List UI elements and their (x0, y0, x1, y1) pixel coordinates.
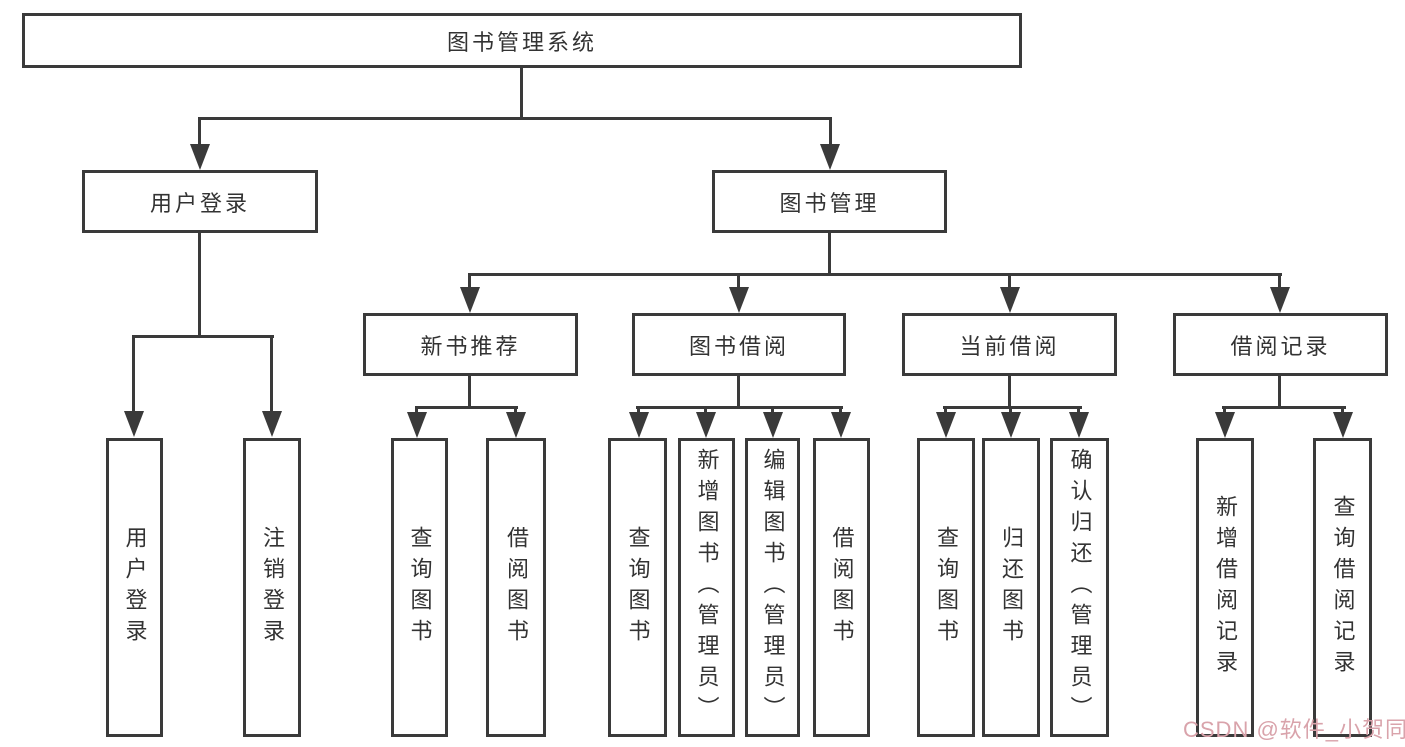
node-root-label: 图书管理系统 (446, 29, 597, 55)
arrowhead-g2-4 (831, 412, 851, 438)
leaf-logout-label: 注销登录 (260, 525, 285, 650)
leaf-logout: 注销登录 (243, 438, 301, 737)
connector-g2-stem-4 (839, 406, 842, 414)
connector-g4-stem-2 (1341, 406, 1344, 414)
arrowhead-new-book (460, 287, 480, 313)
node-user-login: 用户登录 (82, 170, 318, 233)
arrowhead-g1-2 (506, 412, 526, 438)
connector-book-management-stub (828, 233, 831, 273)
leaf-return-books: 归还图书 (982, 438, 1040, 737)
leaf-label: 查询图书 (407, 525, 433, 650)
connector-g4-stem-1 (1223, 406, 1226, 414)
arrowhead-user-login (190, 144, 210, 170)
arrowhead-login-leaf (124, 411, 144, 437)
arrowhead-current-borrow (1000, 287, 1020, 313)
leaf-confirm-return-admin: 确认归还（管理员） (1050, 438, 1109, 737)
leaf-query-books-current: 查询图书 (917, 438, 975, 737)
connector-g1-stub (468, 376, 471, 406)
connector-stem-book-borrow (737, 273, 740, 288)
leaf-borrow-books-recommend: 借阅图书 (486, 438, 546, 737)
connector-g3-stub (1008, 376, 1011, 406)
connector-stem-logout-leaf (270, 335, 273, 412)
node-user-login-label: 用户登录 (149, 190, 250, 216)
connector-g1-stem-1 (415, 406, 418, 414)
node-new-book-recommend: 新书推荐 (363, 313, 578, 376)
connector-user-login-hline (132, 335, 274, 338)
leaf-label: 确认归还（管理员） (1067, 448, 1093, 727)
node-new-book-recommend-label: 新书推荐 (420, 333, 521, 359)
connector-g1-hline (415, 406, 518, 409)
leaf-label: 查询借阅记录 (1330, 494, 1356, 681)
arrowhead-g3-2 (1001, 412, 1021, 438)
arrowhead-g4-2 (1333, 412, 1353, 438)
leaf-label: 查询图书 (934, 525, 959, 650)
node-borrow-records-label: 借阅记录 (1230, 333, 1331, 359)
connector-stem-login-leaf (132, 335, 135, 412)
leaf-edit-books-admin: 编辑图书（管理员） (745, 438, 800, 737)
node-root: 图书管理系统 (22, 13, 1022, 68)
arrowhead-logout-leaf (262, 411, 282, 437)
arrowhead-g4-1 (1215, 412, 1235, 438)
node-book-borrow: 图书借阅 (632, 313, 846, 376)
arrowhead-g2-3 (763, 412, 783, 438)
connector-g1-stem-2 (514, 406, 517, 414)
arrowhead-g2-1 (629, 412, 649, 438)
connector-stem-book-management (829, 117, 832, 145)
leaf-label: 新增借阅记录 (1213, 494, 1238, 681)
leaf-label: 借阅图书 (504, 525, 529, 650)
leaf-add-books-admin: 新增图书（管理员） (678, 438, 735, 737)
connector-user-login-stub (198, 233, 201, 335)
leaf-query-books-borrow: 查询图书 (608, 438, 667, 737)
arrowhead-book-borrow (729, 287, 749, 313)
connector-g3-stem-3 (1077, 406, 1080, 414)
arrowhead-g3-1 (936, 412, 956, 438)
connector-g2-stub (737, 376, 740, 406)
connector-stem-user-login (198, 117, 201, 145)
arrowhead-g1-1 (407, 412, 427, 438)
node-book-management-label: 图书管理 (779, 190, 880, 216)
connector-g2-stem-2 (704, 406, 707, 414)
connector-g2-hline (636, 406, 843, 409)
leaf-label: 查询图书 (625, 525, 651, 650)
connector-stem-new-book (468, 273, 471, 288)
connector-g3-stem-1 (944, 406, 947, 414)
connector-g2-stem-3 (771, 406, 774, 414)
connector-book-management-hline (468, 273, 1282, 276)
connector-root-hline (198, 117, 832, 120)
node-book-management: 图书管理 (712, 170, 947, 233)
leaf-label: 新增图书（管理员） (694, 448, 720, 727)
connector-stem-current-borrow (1008, 273, 1011, 288)
leaf-user-login-label: 用户登录 (122, 525, 148, 650)
connector-stem-borrow-records (1278, 273, 1281, 288)
connector-g3-stem-2 (1009, 406, 1012, 414)
connector-g4-hline (1222, 406, 1346, 409)
arrowhead-g2-2 (696, 412, 716, 438)
leaf-borrow-books: 借阅图书 (813, 438, 870, 737)
node-current-borrow-label: 当前借阅 (959, 333, 1060, 359)
arrowhead-book-management (820, 144, 840, 170)
connector-g3-hline (943, 406, 1082, 409)
leaf-label: 编辑图书（管理员） (760, 448, 786, 727)
node-current-borrow: 当前借阅 (902, 313, 1117, 376)
node-book-borrow-label: 图书借阅 (688, 333, 789, 359)
leaf-label: 归还图书 (999, 525, 1024, 650)
leaf-query-borrow-record: 查询借阅记录 (1313, 438, 1372, 737)
leaf-label: 借阅图书 (829, 525, 855, 650)
leaf-add-borrow-record: 新增借阅记录 (1196, 438, 1254, 737)
leaf-query-books-recommend: 查询图书 (391, 438, 448, 737)
node-borrow-records: 借阅记录 (1173, 313, 1388, 376)
connector-g2-stem-1 (637, 406, 640, 414)
csdn-watermark: CSDN @软件_小贺同学 (1183, 717, 1405, 742)
arrowhead-g3-3 (1069, 412, 1089, 438)
leaf-user-login: 用户登录 (106, 438, 163, 737)
arrowhead-borrow-records (1270, 287, 1290, 313)
connector-root-stub (520, 68, 523, 117)
connector-g4-stub (1278, 376, 1281, 406)
